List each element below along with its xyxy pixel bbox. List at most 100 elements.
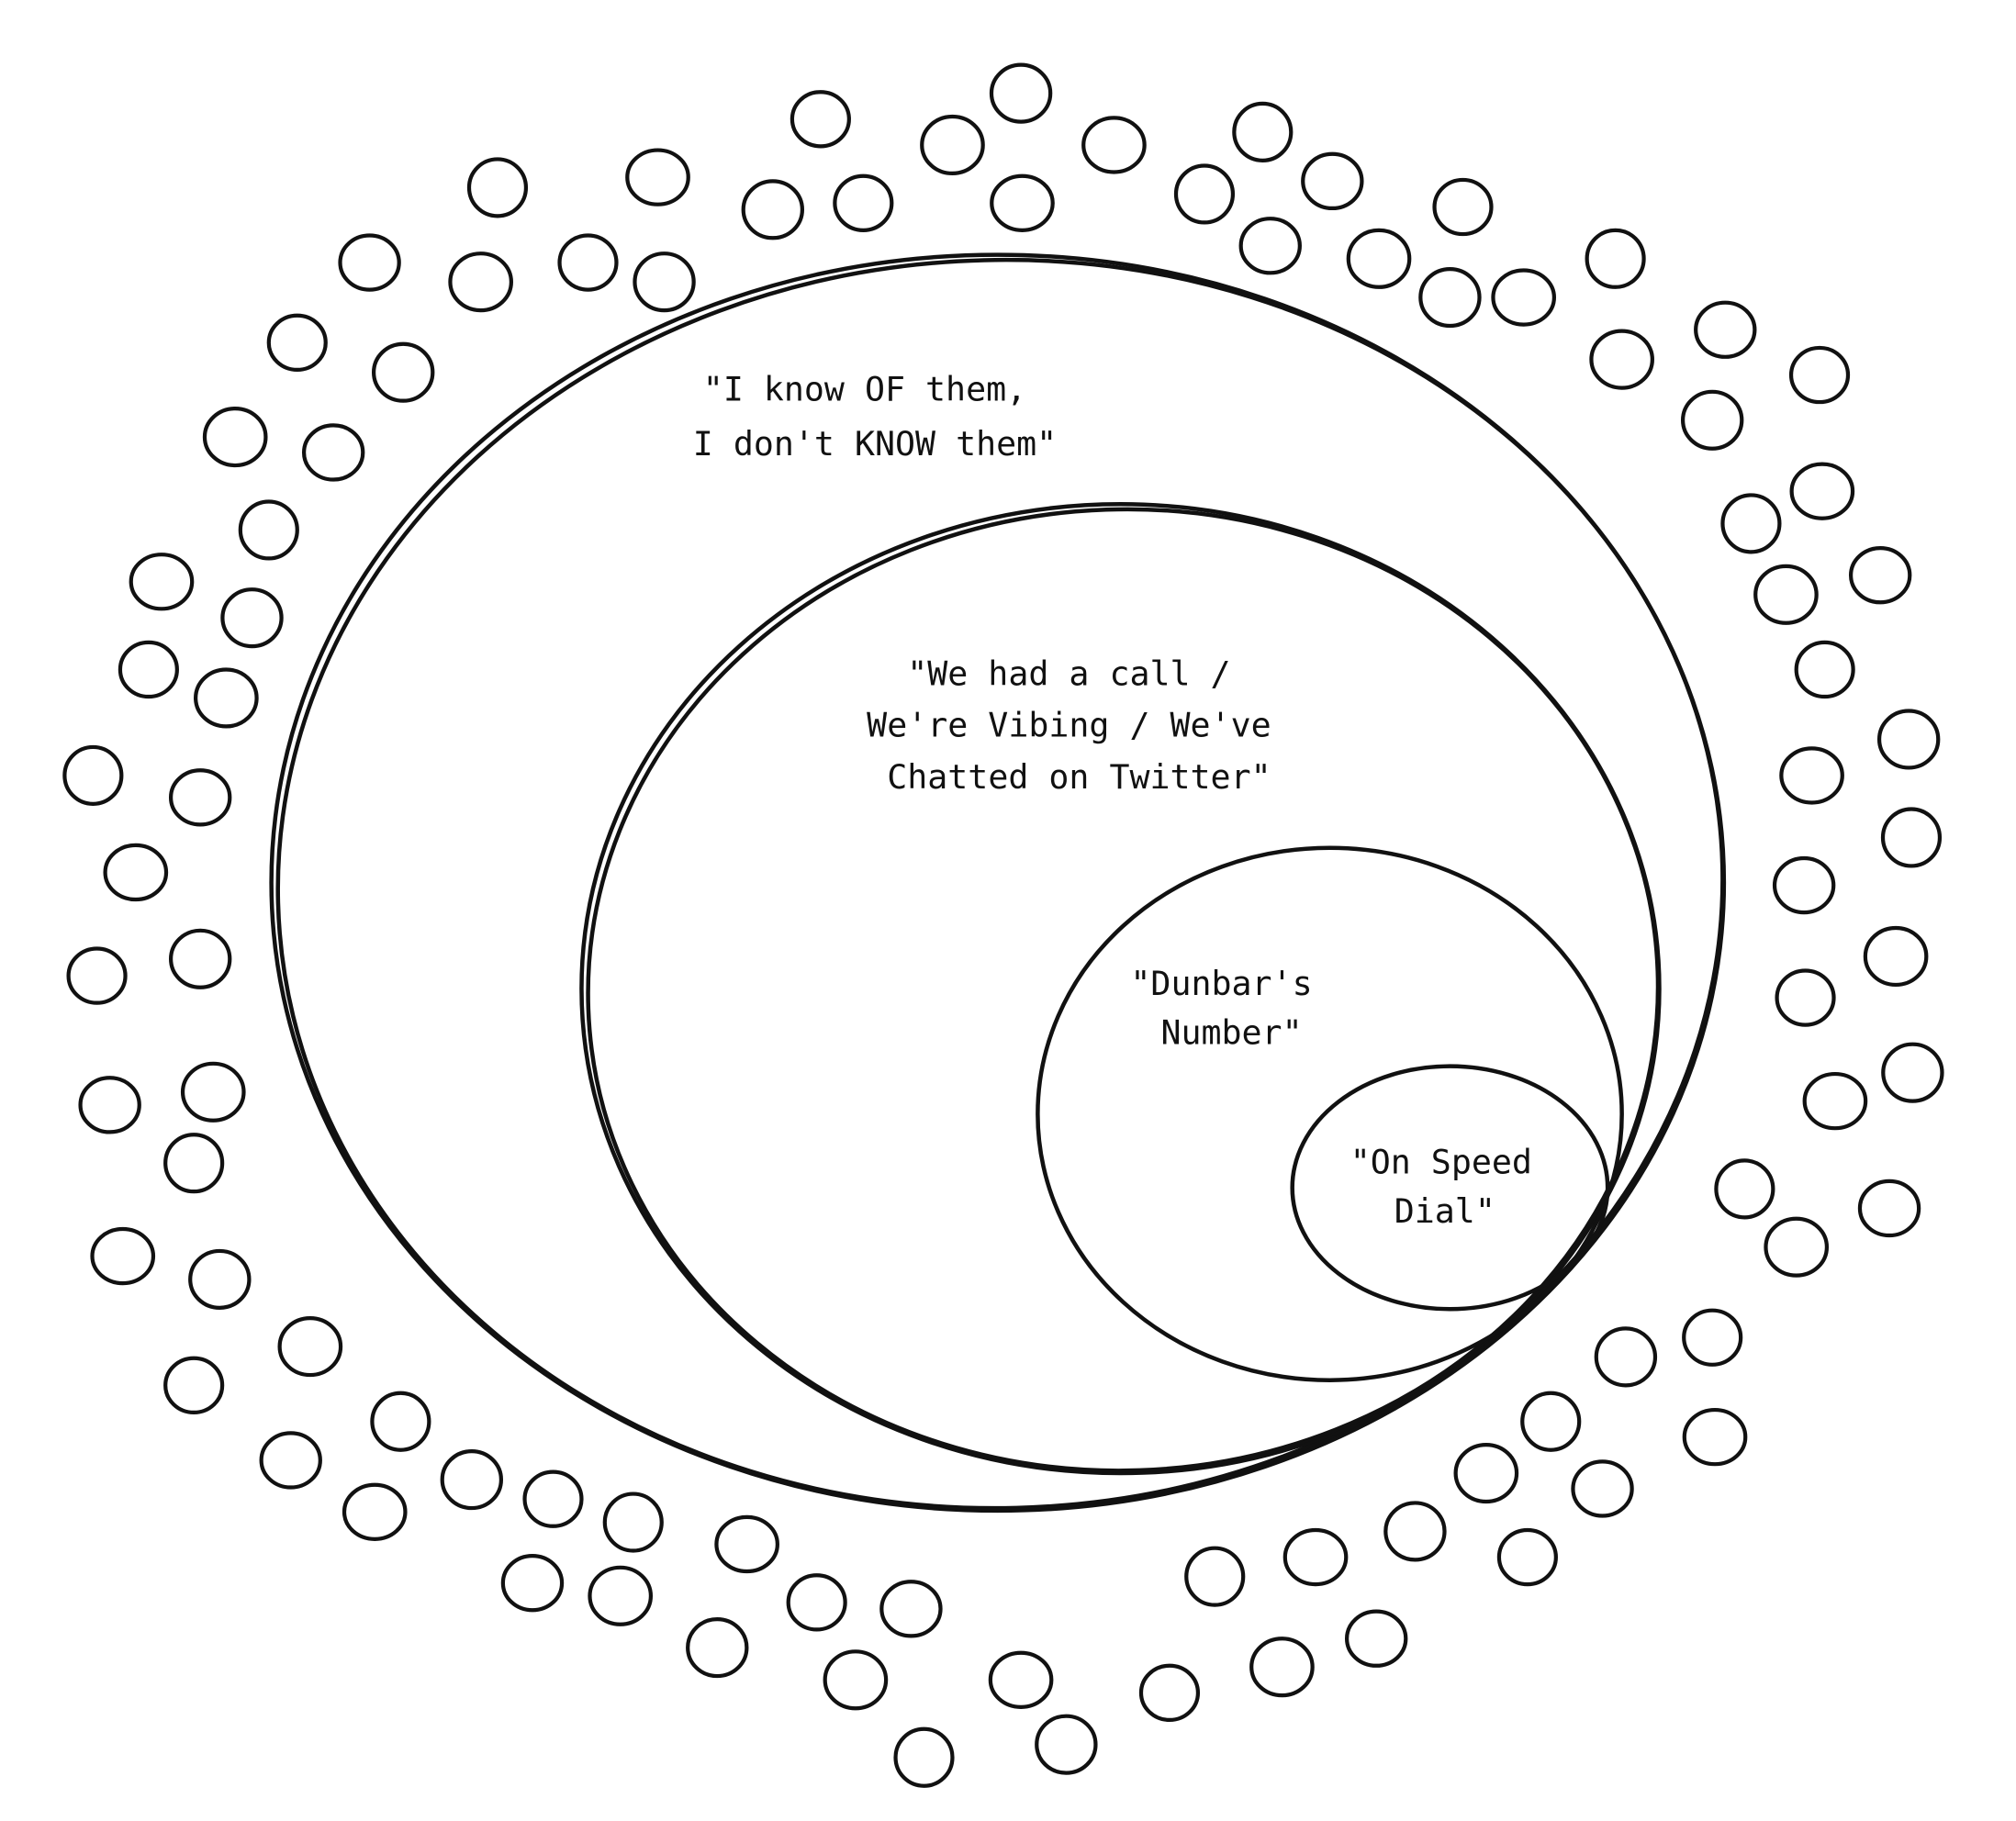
person-dot — [90, 1226, 156, 1286]
person-dot — [1491, 268, 1557, 327]
person-dot — [1714, 1158, 1775, 1220]
label-dunbar: "Dunbar's Number" — [1130, 964, 1332, 1052]
person-dot — [1238, 217, 1302, 275]
person-dot — [448, 251, 513, 313]
person-dot — [1138, 1663, 1201, 1723]
person-dot — [1081, 116, 1147, 174]
person-dot — [1418, 266, 1482, 329]
person-dot — [1802, 1071, 1868, 1131]
person-dot — [1794, 640, 1855, 699]
person-dot — [1301, 151, 1364, 211]
person-dot — [202, 407, 268, 468]
person-dot — [62, 744, 124, 806]
person-dot — [168, 768, 232, 827]
person-dot — [686, 1617, 749, 1679]
person-dot — [259, 1431, 322, 1490]
person-dot — [1789, 462, 1855, 520]
person-dot — [823, 1649, 889, 1711]
person-dot — [180, 1061, 246, 1123]
person-dot — [1880, 807, 1943, 868]
person-dot — [220, 587, 284, 649]
person-dot — [1876, 709, 1941, 770]
person-dot — [879, 1580, 943, 1638]
person-dot — [714, 1514, 779, 1574]
person-dot — [557, 233, 619, 292]
person-dot — [1173, 163, 1236, 225]
person-dot — [466, 157, 529, 218]
person-dot — [66, 946, 128, 1005]
person-dot — [833, 173, 894, 232]
person-dot — [78, 1076, 141, 1134]
person-dot — [1682, 1308, 1743, 1367]
person-dot — [625, 148, 690, 207]
person-dot — [1432, 177, 1494, 237]
person-dot — [1585, 228, 1646, 289]
person-dot — [786, 1573, 847, 1632]
person-dot — [1775, 968, 1836, 1027]
person-dot — [602, 1491, 664, 1553]
person-dot — [633, 251, 696, 313]
person-dot — [338, 233, 401, 292]
person-dot — [990, 173, 1055, 232]
person-dot — [1496, 1527, 1558, 1587]
ring-acquaintances-sketch — [275, 257, 1725, 1511]
person-dot — [1594, 1326, 1658, 1388]
person-dot — [370, 1391, 431, 1452]
ring-dunbar — [1036, 845, 1624, 1382]
ring-contacts-sketch — [586, 507, 1661, 1473]
person-dot — [1857, 1179, 1921, 1238]
person-dot — [194, 667, 259, 729]
label-speed-dial: "On Speed Dial" — [1350, 1142, 1552, 1230]
person-dot — [893, 1726, 955, 1788]
person-dot — [1520, 1391, 1582, 1452]
person-dot — [522, 1469, 584, 1528]
person-dot — [1682, 1407, 1748, 1467]
person-dot — [1344, 1609, 1408, 1668]
person-dot — [920, 114, 985, 176]
person-dot — [129, 553, 195, 611]
person-dot — [168, 928, 232, 989]
person-dot — [1282, 1527, 1349, 1587]
person-dot — [1680, 389, 1744, 451]
person-dot — [1863, 925, 1929, 988]
person-dot — [1035, 1714, 1098, 1775]
person-dot — [1694, 300, 1757, 359]
label-contacts: "We had a call / We're Vibing / We've Ch… — [867, 654, 1291, 797]
person-dot — [1184, 1546, 1246, 1607]
person-dot — [1753, 564, 1819, 625]
person-dot — [1772, 855, 1836, 915]
person-dot — [1383, 1501, 1447, 1562]
people-dots — [62, 62, 1944, 1788]
person-dot — [188, 1248, 252, 1310]
person-dot — [1232, 101, 1294, 162]
person-dot — [103, 843, 169, 902]
person-dot — [1848, 546, 1912, 605]
person-dot — [440, 1449, 504, 1511]
person-dot — [1764, 1216, 1830, 1278]
person-dot — [342, 1482, 408, 1541]
ring-speed-dial — [1290, 1064, 1610, 1312]
person-dot — [1346, 228, 1412, 289]
person-dot — [1249, 1637, 1315, 1698]
person-dot — [163, 1133, 225, 1194]
person-dot — [163, 1356, 225, 1414]
person-dot — [988, 1650, 1054, 1709]
person-dot — [301, 423, 365, 482]
person-dot — [588, 1565, 654, 1626]
person-dot — [238, 499, 299, 561]
person-dot — [371, 341, 435, 403]
person-dot — [1881, 1042, 1944, 1103]
person-dot — [1571, 1459, 1634, 1518]
person-dot — [741, 179, 805, 240]
person-dot — [277, 1316, 343, 1378]
person-dot — [1788, 345, 1851, 405]
person-dot — [500, 1554, 565, 1613]
person-dot — [118, 640, 179, 699]
person-dot — [1720, 493, 1782, 554]
person-dot — [989, 62, 1053, 124]
person-dot — [1453, 1442, 1519, 1504]
person-dot — [1589, 329, 1654, 390]
person-dot — [790, 90, 851, 149]
person-dot — [266, 313, 328, 372]
